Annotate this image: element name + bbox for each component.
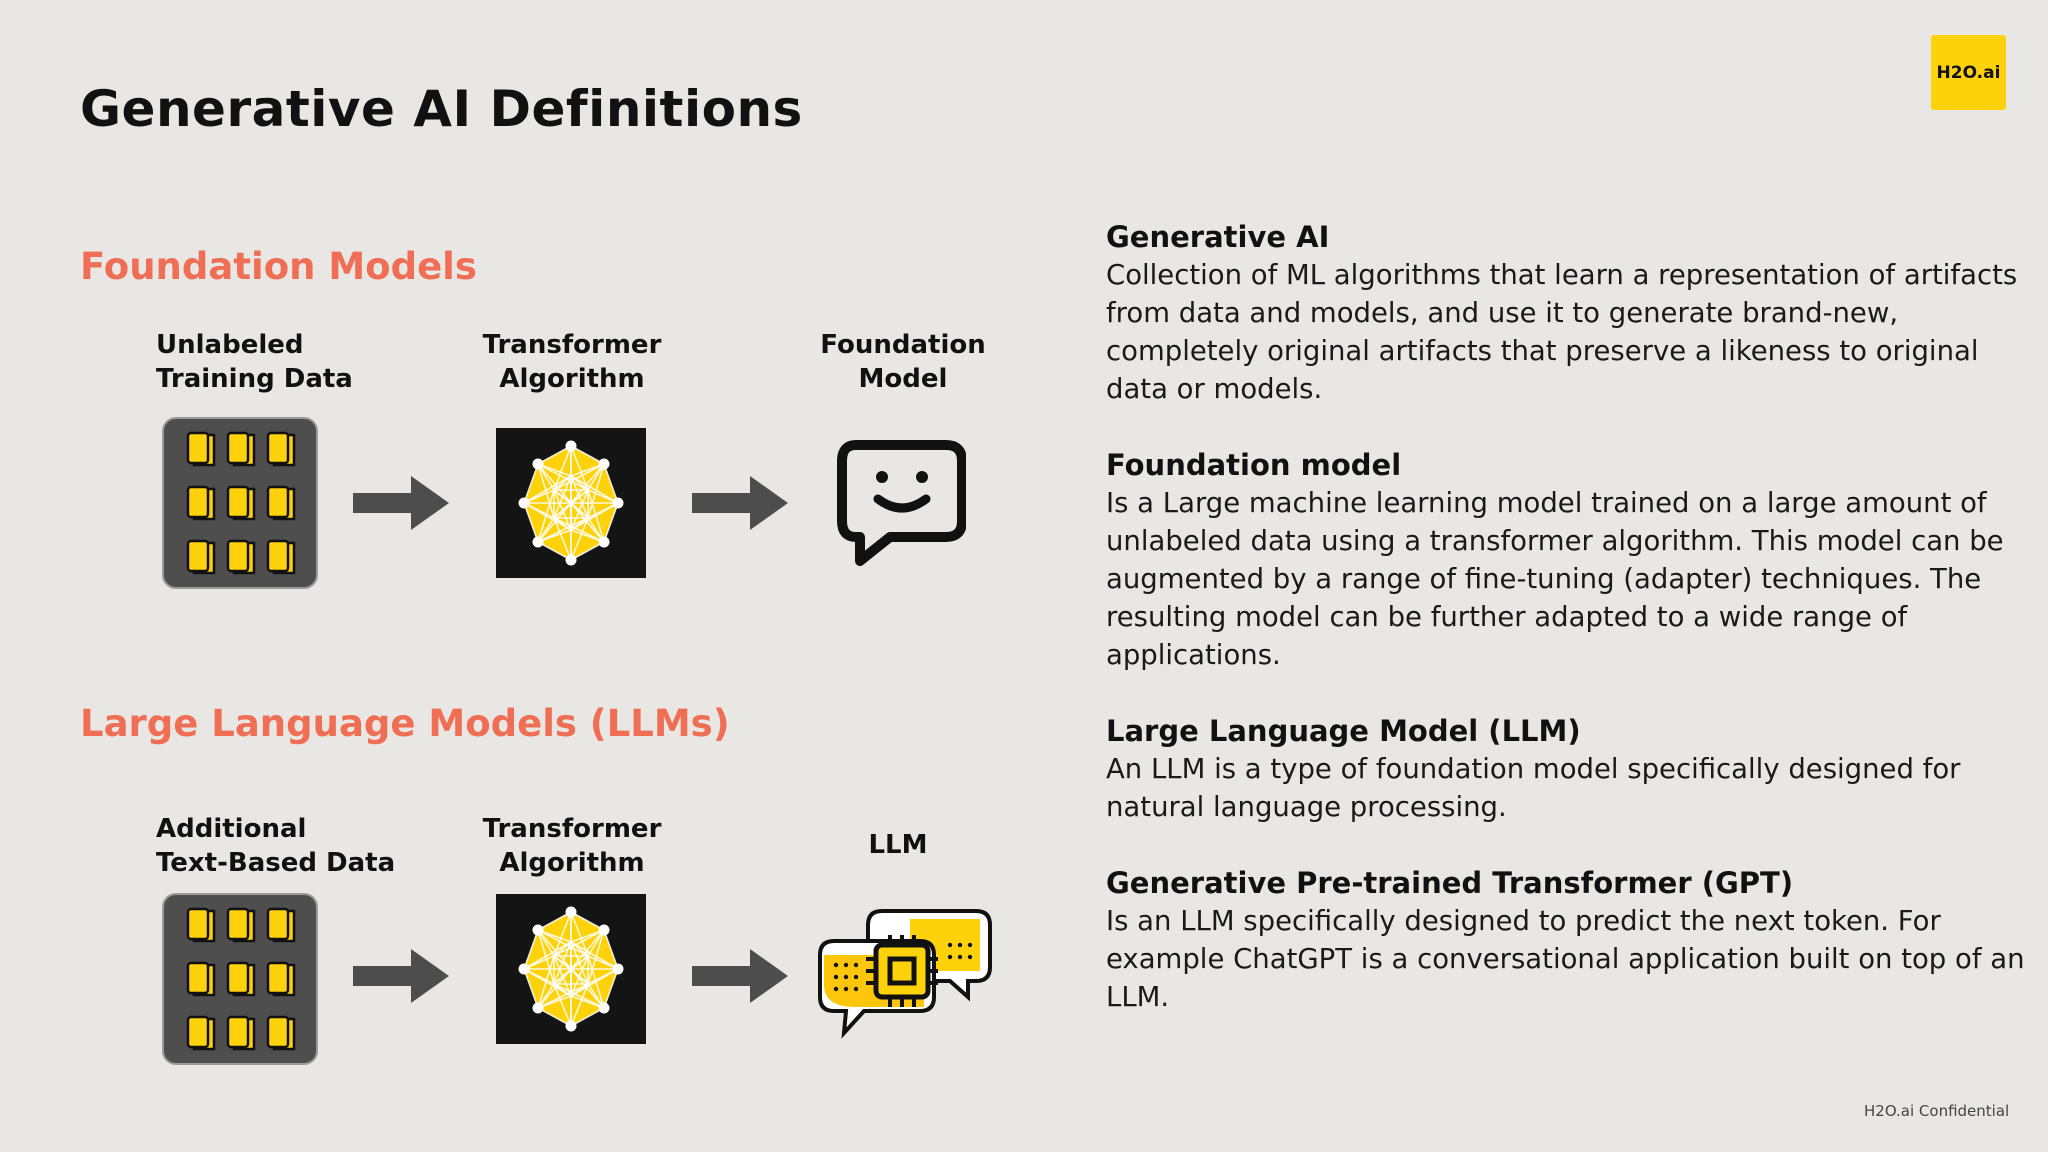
definition-term: Generative Pre-trained Transformer (GPT) [1106, 866, 1794, 900]
definition-term: Foundation model [1106, 448, 1402, 482]
step-label-transformer: Transformer Algorithm [482, 328, 662, 396]
step-label-line: Model [858, 364, 948, 394]
arrow-right-icon [353, 473, 449, 533]
step-label-line: Algorithm [499, 364, 645, 394]
definition-foundation-model: Foundation model Is a Large machine lear… [1106, 446, 2046, 674]
data-grid-icon [162, 417, 318, 589]
step-label-transformer: Transformer Algorithm [482, 812, 662, 880]
page-title: Generative AI Definitions [80, 80, 803, 138]
definition-text: Is an LLM specifically designed to predi… [1106, 905, 2025, 1013]
step-label-line: Training Data [156, 364, 353, 394]
definition-llm: Large Language Model (LLM) An LLM is a t… [1106, 712, 2046, 826]
definition-text: Is a Large machine learning model traine… [1106, 487, 2004, 671]
definition-term: Large Language Model (LLM) [1106, 714, 1581, 748]
definition-text: An LLM is a type of foundation model spe… [1106, 753, 1961, 823]
h2o-logo: H2O.ai [1931, 35, 2006, 110]
step-label-line: Transformer [482, 330, 662, 360]
step-label-line: Unlabeled [156, 330, 304, 360]
step-label-line: Text-Based Data [156, 848, 396, 878]
chat-bubble-smile-icon [834, 437, 966, 569]
step-label-additional-data: Additional Text-Based Data [156, 812, 395, 880]
definition-text: Collection of ML algorithms that learn a… [1106, 259, 2018, 405]
step-label-unlabeled-data: Unlabeled Training Data [156, 328, 353, 396]
step-label-line: Algorithm [499, 848, 645, 878]
definition-gpt: Generative Pre-trained Transformer (GPT)… [1106, 864, 2046, 1016]
foundation-models-heading: Foundation Models [80, 245, 477, 288]
arrow-right-icon [692, 473, 788, 533]
step-label-llm: LLM [808, 828, 988, 862]
data-grid-icon [162, 893, 318, 1065]
arrow-right-icon [353, 946, 449, 1006]
definitions-list: Generative AI Collection of ML algorithm… [1106, 218, 2046, 1054]
neural-network-icon [496, 894, 646, 1044]
step-label-line: Additional [156, 814, 307, 844]
neural-network-icon [496, 428, 646, 578]
step-label-line: Foundation [820, 330, 986, 360]
step-label-foundation-model: Foundation Model [813, 328, 993, 396]
definition-generative-ai: Generative AI Collection of ML algorithm… [1106, 218, 2046, 408]
definition-term: Generative AI [1106, 220, 1330, 254]
chat-chip-icon [816, 905, 996, 1045]
arrow-right-icon [692, 946, 788, 1006]
confidential-footer: H2O.ai Confidential [1864, 1102, 2010, 1120]
llm-heading: Large Language Models (LLMs) [80, 702, 730, 745]
step-label-line: LLM [868, 830, 928, 860]
step-label-line: Transformer [482, 814, 662, 844]
